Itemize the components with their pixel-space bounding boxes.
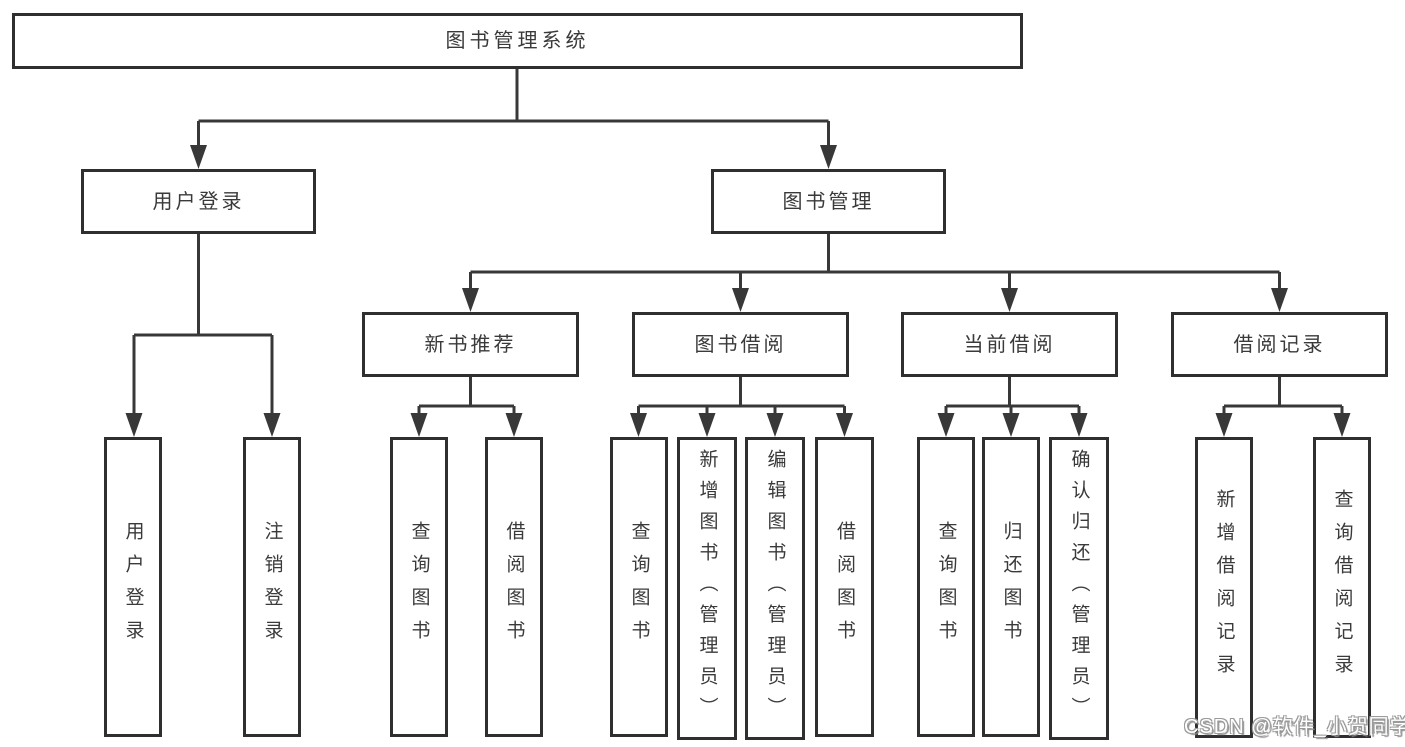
leaf-label: 新增图书（管理员） [696, 449, 718, 728]
leaf-label: 注销登录 [261, 521, 283, 653]
leaf-label: 编辑图书（管理员） [764, 449, 786, 728]
leaf-label: 查询图书 [935, 521, 957, 653]
leaf-label: 查询借阅记录 [1331, 488, 1353, 687]
leaf-label: 用户登录 [122, 521, 144, 653]
leaf-add-books-admin: 新增图书（管理员） [677, 437, 737, 740]
leaf-label: 新增借阅记录 [1213, 488, 1235, 687]
leaf-label: 确认归还（管理员） [1068, 449, 1090, 728]
leaf-label: 归还图书 [1000, 521, 1022, 653]
leaf-borrow-books-2: 借阅图书 [815, 437, 874, 737]
leaf-add-borrow-record: 新增借阅记录 [1195, 437, 1253, 738]
node-borrowing-records: 借阅记录 [1171, 312, 1388, 377]
leaf-label: 查询图书 [408, 521, 430, 653]
leaf-confirm-return-admin: 确认归还（管理员） [1049, 437, 1109, 740]
node-current-borrowing: 当前借阅 [901, 312, 1118, 377]
leaf-edit-books-admin: 编辑图书（管理员） [745, 437, 805, 740]
leaf-label: 查询图书 [628, 521, 650, 653]
leaf-query-books-2: 查询图书 [610, 437, 668, 737]
node-user-login: 用户登录 [81, 169, 316, 234]
leaf-return-books: 归还图书 [982, 437, 1040, 737]
leaf-logout-login: 注销登录 [243, 437, 301, 737]
node-book-borrowing: 图书借阅 [632, 312, 849, 377]
leaf-query-borrow-record: 查询借阅记录 [1313, 437, 1371, 738]
leaf-borrow-books-1: 借阅图书 [485, 437, 543, 737]
watermark: CSDN @软件_小贺同学 [1184, 716, 1405, 738]
node-new-book-recommend: 新书推荐 [362, 312, 579, 377]
leaf-label: 借阅图书 [503, 521, 525, 653]
node-book-management: 图书管理 [711, 169, 946, 234]
leaf-query-books-3: 查询图书 [917, 437, 975, 737]
leaf-user-login: 用户登录 [104, 437, 162, 737]
root-node-library-system: 图书管理系统 [12, 13, 1023, 69]
leaf-label: 借阅图书 [834, 521, 855, 653]
leaf-query-books-1: 查询图书 [390, 437, 448, 737]
